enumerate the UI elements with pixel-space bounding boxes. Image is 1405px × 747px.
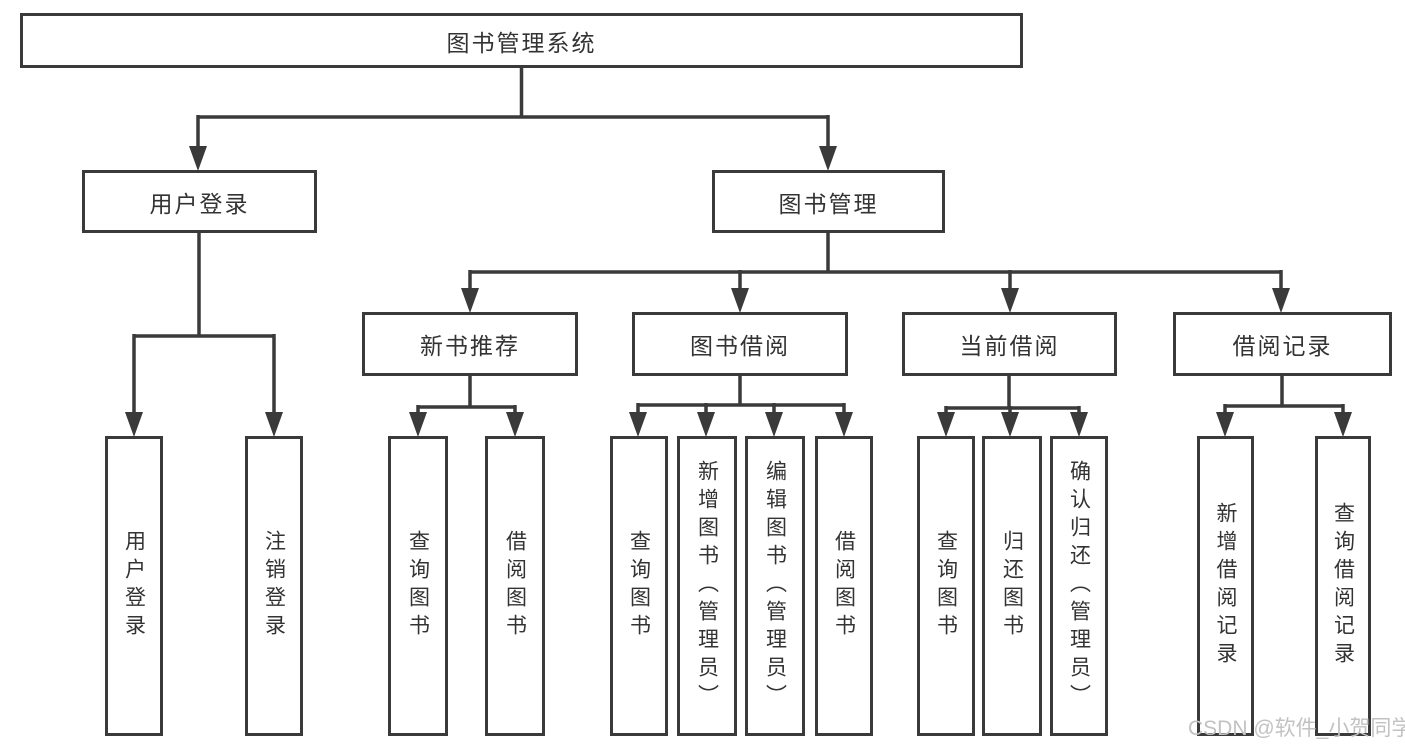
node-book-management: 图书管理 <box>712 170 945 233</box>
edges-user-login <box>125 233 283 437</box>
node-user-login: 用户登录 <box>82 170 317 233</box>
node-borrow-record: 借阅记录 <box>1173 312 1392 376</box>
edges-new-book-recommend <box>409 376 524 437</box>
edges-current-borrow <box>937 376 1088 437</box>
edges-borrow-record <box>1216 376 1352 437</box>
edges-root <box>189 68 837 171</box>
edges-book-management <box>461 233 1290 313</box>
leaf-br-query-record: 查询借阅记录 <box>1315 436 1371 736</box>
leaf-bb-borrow-book: 借阅图书 <box>815 436 873 736</box>
edges-book-borrow <box>629 376 853 437</box>
node-new-book-recommend: 新书推荐 <box>362 312 578 376</box>
leaf-nbr-borrow-book: 借阅图书 <box>485 436 545 736</box>
leaf-bb-query-book: 查询图书 <box>610 436 668 736</box>
node-current-borrow: 当前借阅 <box>902 312 1117 376</box>
leaf-br-add-record: 新增借阅记录 <box>1197 436 1254 736</box>
leaf-cb-confirm-return-admin: 确认归还（管理员） <box>1050 436 1108 736</box>
leaf-nbr-query-book: 查询图书 <box>388 436 448 736</box>
leaf-cb-query-book: 查询图书 <box>917 436 975 736</box>
node-root: 图书管理系统 <box>20 13 1023 68</box>
node-book-borrow: 图书借阅 <box>632 312 848 376</box>
leaf-user-login: 用户登录 <box>105 436 163 736</box>
csdn-watermark: CSDN @软件_小贺同学 <box>1188 717 1405 740</box>
leaf-bb-edit-book-admin: 编辑图书（管理员） <box>745 436 805 736</box>
leaf-cb-return-book: 归还图书 <box>982 436 1042 736</box>
leaf-logout: 注销登录 <box>245 436 303 736</box>
leaf-bb-add-book-admin: 新增图书（管理员） <box>677 436 737 736</box>
